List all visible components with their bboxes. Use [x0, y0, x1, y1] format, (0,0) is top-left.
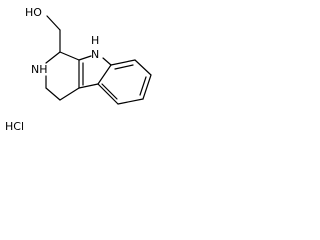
- bond-c4b-c8a: [97, 64, 112, 85]
- bond-c6-c5: [117, 98, 144, 105]
- bond-c5-c4b: [97, 83, 119, 105]
- ring-nh-label: NH: [31, 63, 48, 76]
- indole-n-label: N: [91, 48, 99, 61]
- molecular-structure-diagram: HO NH H N HCl: [5, 6, 152, 133]
- indole-h-label: H: [91, 34, 99, 47]
- bond-n9-c8a: [102, 57, 112, 66]
- bond-c1-n2: [45, 51, 61, 64]
- bond-c7-c6: [142, 74, 152, 100]
- bond-c8-c7: [134, 59, 152, 76]
- bond-c9a-n9: [78, 55, 92, 61]
- bond-c4a-c4b: [78, 83, 99, 89]
- bond-c8a-c8-inner: [114, 64, 134, 70]
- hydroxyl-label: HO: [25, 6, 42, 19]
- bond-c4-c4a: [59, 87, 80, 101]
- hcl-salt-label: HCl: [5, 120, 24, 133]
- bond-c3-c4: [45, 87, 61, 101]
- bond-o-ch2: [46, 15, 61, 31]
- bond-c5-c4b-inner: [101, 83, 118, 100]
- bond-c7-c6-inner: [139, 76, 147, 96]
- bond-c1-c9a: [59, 51, 80, 61]
- bond-skeleton: [45, 15, 152, 105]
- bond-c8a-c8: [110, 59, 136, 66]
